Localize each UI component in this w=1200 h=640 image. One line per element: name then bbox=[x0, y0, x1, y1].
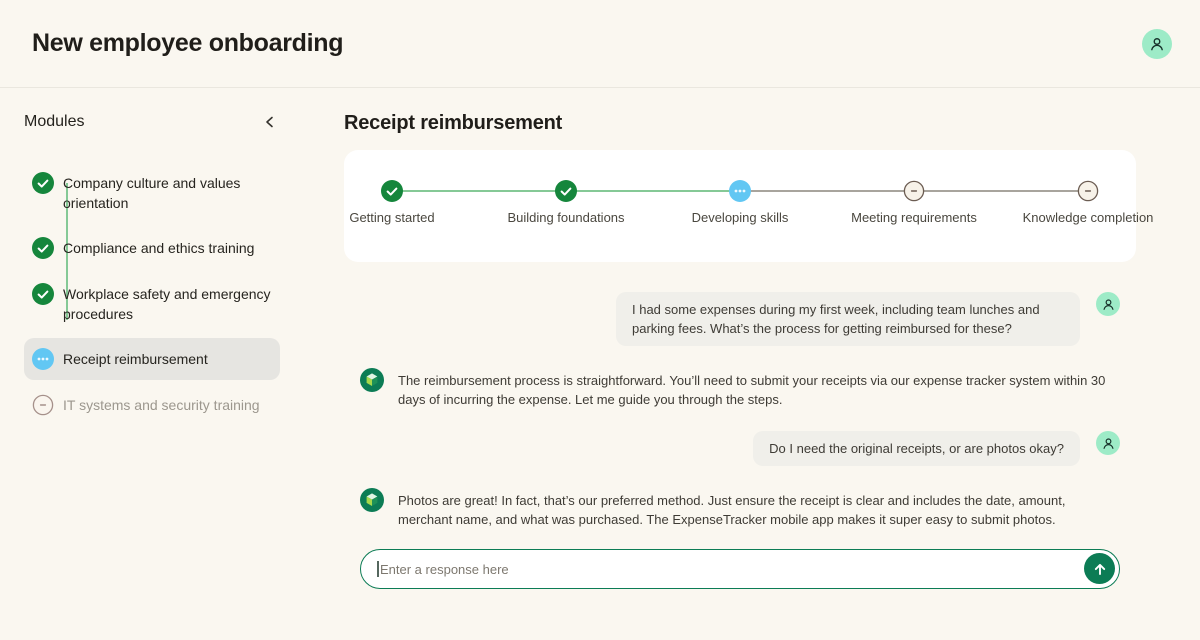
sidebar-item-label: Workplace safety and emergency procedure… bbox=[63, 286, 271, 322]
step-label: Meeting requirements bbox=[851, 210, 977, 225]
collapse-sidebar-button[interactable] bbox=[260, 112, 280, 132]
assistant-message-text: The reimbursement process is straightfor… bbox=[398, 373, 1106, 407]
response-input[interactable] bbox=[360, 549, 1120, 589]
user-message-row: I had some expenses during my first week… bbox=[360, 292, 1120, 346]
step-label: Knowledge completion bbox=[1022, 210, 1154, 225]
sidebar-item[interactable]: Compliance and ethics training bbox=[24, 227, 280, 269]
check-icon bbox=[32, 237, 54, 259]
assistant-avatar bbox=[360, 368, 384, 392]
sidebar-item[interactable]: Receipt reimbursement bbox=[24, 338, 280, 380]
bot-logo-icon bbox=[360, 488, 384, 512]
assistant-message-text: Photos are great! In fact, that’s our pr… bbox=[398, 493, 1066, 527]
not-started-icon bbox=[1077, 180, 1099, 202]
stepper-step: Developing skills bbox=[665, 180, 815, 227]
stepper-step: Building foundations bbox=[491, 180, 641, 227]
stepper-step: Meeting requirements bbox=[839, 180, 989, 227]
user-message-bubble: I had some expenses during my first week… bbox=[616, 292, 1080, 346]
sidebar-title: Modules bbox=[24, 113, 85, 130]
step-label: Getting started bbox=[349, 210, 435, 225]
assistant-message-row: The reimbursement process is straightfor… bbox=[360, 368, 1120, 409]
chevron-left-icon bbox=[262, 114, 278, 130]
sidebar-item-label: Receipt reimbursement bbox=[63, 351, 208, 367]
progress-connector-line bbox=[66, 183, 68, 320]
app-title: New employee onboarding bbox=[32, 29, 344, 57]
assistant-message-row: Photos are great! In fact, that’s our pr… bbox=[360, 488, 1120, 529]
person-icon bbox=[1100, 296, 1117, 313]
modules-sidebar: Modules Company culture and values orien… bbox=[0, 88, 320, 589]
main-content: Receipt reimbursement Getting started Bui… bbox=[320, 88, 1200, 589]
user-avatar bbox=[1096, 431, 1120, 455]
send-button[interactable] bbox=[1084, 553, 1115, 584]
user-message-bubble: Do I need the original receipts, or are … bbox=[753, 431, 1080, 466]
person-icon bbox=[1147, 34, 1167, 54]
sidebar-item[interactable]: Company culture and values orientation bbox=[24, 162, 280, 223]
bot-logo-icon bbox=[360, 368, 384, 392]
check-icon bbox=[380, 180, 403, 202]
stepper-step: Getting started bbox=[317, 180, 467, 227]
sidebar-header: Modules bbox=[24, 112, 280, 132]
not-started-icon bbox=[903, 180, 925, 202]
response-input-bar bbox=[360, 549, 1120, 589]
assistant-avatar bbox=[360, 488, 384, 512]
sidebar-item-label: Company culture and values orientation bbox=[63, 175, 241, 211]
person-icon bbox=[1100, 435, 1117, 452]
app-header: New employee onboarding bbox=[0, 0, 1200, 88]
check-icon bbox=[32, 172, 54, 194]
not-started-icon bbox=[32, 394, 54, 416]
step-label: Developing skills bbox=[691, 210, 789, 225]
chat-messages: I had some expenses during my first week… bbox=[344, 292, 1136, 529]
sidebar-item[interactable]: Workplace safety and emergency procedure… bbox=[24, 273, 280, 334]
sidebar-item-label: Compliance and ethics training bbox=[63, 240, 255, 256]
user-avatar bbox=[1096, 292, 1120, 316]
check-icon bbox=[554, 180, 577, 202]
user-avatar-button[interactable] bbox=[1142, 28, 1172, 59]
arrow-up-icon bbox=[1091, 560, 1109, 578]
progress-stepper-card: Getting started Building foundations Devel… bbox=[344, 150, 1153, 262]
stepper-step: Knowledge completion bbox=[1013, 180, 1163, 227]
check-icon bbox=[32, 283, 54, 305]
step-label: Building foundations bbox=[507, 210, 625, 225]
sidebar-item-label: IT systems and security training bbox=[63, 397, 260, 413]
in-progress-icon bbox=[32, 348, 54, 370]
user-message-row: Do I need the original receipts, or are … bbox=[360, 431, 1120, 466]
in-progress-icon bbox=[729, 180, 751, 202]
text-cursor bbox=[377, 561, 379, 577]
sidebar-item[interactable]: IT systems and security training bbox=[24, 384, 280, 426]
module-title: Receipt reimbursement bbox=[344, 112, 563, 134]
page-body: Modules Company culture and values orien… bbox=[0, 88, 1200, 589]
